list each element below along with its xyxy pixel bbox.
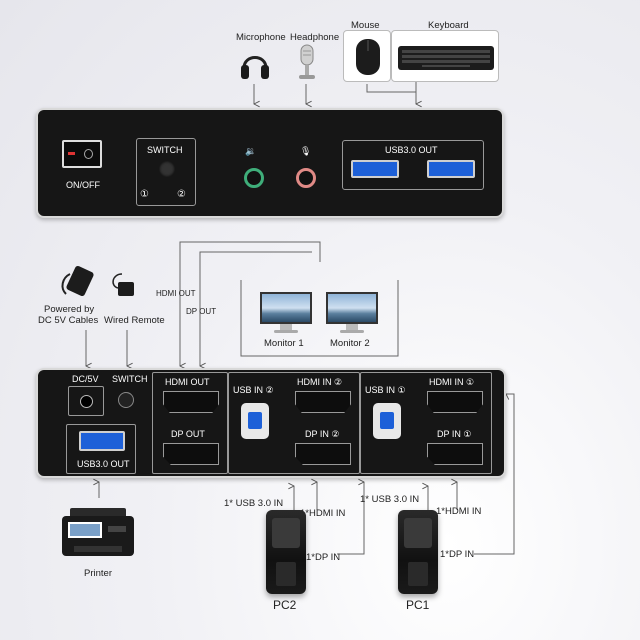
monitors-frame: Monitor 1 Monitor 2 [236,276,400,358]
hdmi-in-1-port[interactable] [427,391,483,413]
keyboard-frame [391,30,499,82]
usb-port-front-2[interactable] [427,160,475,178]
pc1-label: PC1 [406,598,430,612]
mouse-frame [343,30,391,82]
switch-position-2: ② [177,189,186,200]
mouse-icon [356,39,380,75]
printer-label: Printer [84,568,112,579]
wired-remote-label: Wired Remote [104,315,165,326]
hdmi-out-port[interactable] [163,391,219,413]
dp-out-port[interactable] [163,443,219,465]
powered-by-label: Powered by [44,304,95,315]
monitor-2-label: Monitor 2 [330,338,370,349]
hdmi-in-2-label: HDMI IN ② [297,377,343,387]
usb-port-front-1[interactable] [351,160,399,178]
pc2-icon [266,510,306,594]
pc1-dp-label: 1*DP IN [440,549,475,560]
dp-out-cable-label: DP OUT [186,307,217,316]
keyboard-icon [398,46,494,70]
pc1-usb-label: 1* USB 3.0 IN [360,494,420,505]
output-group: HDMI OUT DP OUT [152,372,228,474]
speaker-icon: 🔉 [245,146,257,156]
headphone-jack[interactable] [244,168,264,188]
microphone-icon [299,44,315,79]
power-switch[interactable] [62,140,102,168]
dp-in-2-port[interactable] [295,443,351,465]
usb-out-frame: USB3.0 OUT [342,140,484,190]
back-dp-out-label: DP OUT [171,429,205,439]
headphone-icon [241,56,269,79]
remote-switch-port[interactable] [118,392,134,408]
usb-out-label: USB3.0 OUT [385,145,438,155]
pc2-input-group: USB IN ② HDMI IN ② DP IN ② [228,372,360,474]
monitor-2-icon [326,292,378,334]
usb-in-1-label: USB IN ① [365,385,406,395]
dp-in-1-label: DP IN ① [437,429,472,439]
power-label: ON/OFF [66,180,100,190]
dc5v-port[interactable] [68,386,104,416]
hdmi-out-cable-label: HDMI OUT [156,289,196,298]
keyboard-label: Keyboard [428,20,469,31]
dc5v-label: DC/5V [72,374,99,384]
hdmi-in-2-port[interactable] [295,391,351,413]
power-indicator [68,152,75,155]
pc2-label: PC2 [273,598,297,612]
headphone-label: Headphone [290,32,340,43]
microphone-label: Microphone [236,32,286,43]
hdmi-in-1-label: HDMI IN ① [429,377,475,387]
back-hdmi-out-label: HDMI OUT [165,377,210,387]
power-knob [84,149,93,159]
pc1-icon [398,510,438,594]
pc1-hdmi-label: 1*HDMI IN [436,506,482,517]
kvm-back-panel: DC/5V SWITCH USB3.0 OUT HDMI OUT DP OUT … [36,368,506,478]
switch-position-1: ① [140,189,149,200]
dp-in-1-port[interactable] [427,443,483,465]
microphone-jack[interactable] [296,168,316,188]
back-usb-out-label: USB3.0 OUT [77,459,130,469]
kvm-front-panel: ON/OFF SWITCH ① ② 🔉 🎙 USB3.0 OUT [36,108,504,218]
switch-label: SWITCH [147,145,183,155]
back-usb-out-frame: USB3.0 OUT [66,424,136,474]
pc1-input-group: USB IN ① HDMI IN ① DP IN ① [360,372,492,474]
dp-in-2-label: DP IN ② [305,429,340,439]
usb-in-2-port[interactable] [241,403,269,439]
peripherals: Microphone Headphone Mouse Keyboard [0,0,640,100]
printer-icon [62,508,134,556]
switch-frame: SWITCH ① ② [136,138,196,206]
pc2-usb-label: 1* USB 3.0 IN [224,498,284,509]
pc2-dp-label: 1*DP IN [306,552,341,563]
monitor-1-label: Monitor 1 [264,338,304,349]
usb-in-1-port[interactable] [373,403,401,439]
wired-remote-icon [112,273,134,296]
switch-button[interactable] [159,161,175,177]
pc2-hdmi-label: 1*HDMI IN [300,508,346,519]
mouse-label: Mouse [351,20,380,31]
mic-icon: 🎙 [300,146,312,156]
back-switch-label: SWITCH [112,374,148,384]
power-adapter-icon [61,265,94,297]
monitor-1-icon [260,292,312,334]
usb-in-2-label: USB IN ② [233,385,274,395]
usb-port-back[interactable] [79,431,125,451]
dc-cables-label: DC 5V Cables [38,315,99,326]
